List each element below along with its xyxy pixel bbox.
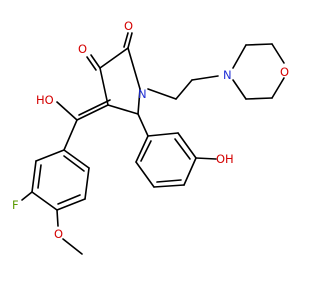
bond bbox=[62, 238, 83, 255]
morpholine-nitrogen-label: N bbox=[223, 68, 232, 82]
methoxy-oxygen-label: O bbox=[54, 227, 63, 241]
bond bbox=[78, 99, 111, 116]
fluoro-methoxy-phenyl bbox=[21, 149, 90, 255]
bond bbox=[123, 32, 129, 48]
bond bbox=[90, 54, 101, 69]
bond bbox=[147, 132, 179, 137]
enol-bond bbox=[56, 99, 111, 151]
bond bbox=[175, 79, 193, 100]
pyrrolidone-nitrogen-label: N bbox=[138, 87, 147, 101]
enol-hydroxyl-label: HO bbox=[36, 93, 54, 107]
bond bbox=[191, 75, 219, 81]
bond bbox=[107, 104, 139, 115]
bond bbox=[127, 47, 141, 90]
bond bbox=[31, 160, 37, 193]
pyrrolidone-ring bbox=[99, 47, 141, 115]
bond bbox=[21, 191, 33, 201]
bond bbox=[63, 119, 78, 151]
bond bbox=[232, 79, 247, 100]
carbonyl-oxygen-label: O bbox=[124, 19, 133, 33]
bond bbox=[31, 191, 58, 211]
bond bbox=[56, 198, 86, 211]
bond bbox=[183, 157, 197, 186]
ketone-oxygen-label: O bbox=[78, 42, 87, 56]
fluorine-label: F bbox=[12, 198, 19, 212]
structure-diagram: O O N HO F O OH N O bbox=[12, 19, 289, 255]
bond bbox=[56, 101, 78, 121]
bond bbox=[135, 161, 155, 188]
bond bbox=[63, 155, 85, 172]
bond bbox=[140, 140, 152, 162]
morpholine-ring bbox=[232, 43, 285, 100]
bond bbox=[177, 132, 197, 159]
bond bbox=[84, 167, 90, 200]
bond bbox=[57, 194, 81, 205]
bond bbox=[99, 47, 129, 69]
bond bbox=[137, 88, 141, 115]
bond bbox=[245, 97, 273, 100]
carbonyl-bonds bbox=[86, 32, 133, 71]
bond bbox=[174, 138, 191, 160]
bond bbox=[271, 77, 285, 99]
bond bbox=[232, 44, 247, 69]
bond bbox=[245, 43, 273, 46]
bond bbox=[99, 67, 109, 106]
phenol-hydroxyl-label: OH bbox=[216, 152, 234, 166]
bond bbox=[76, 104, 109, 121]
bond bbox=[271, 43, 285, 64]
bond bbox=[135, 135, 149, 163]
bond bbox=[195, 157, 217, 160]
ethyl-linker bbox=[147, 75, 219, 100]
bond bbox=[86, 56, 97, 71]
bond bbox=[147, 88, 177, 100]
bond bbox=[156, 179, 182, 183]
bond bbox=[56, 209, 59, 227]
molecule-canvas: O O N HO F O OH N O bbox=[12, 19, 290, 255]
bond bbox=[153, 184, 185, 188]
hydroxyphenyl bbox=[135, 113, 217, 188]
bond bbox=[63, 149, 90, 169]
bond bbox=[35, 149, 65, 162]
bond bbox=[137, 113, 149, 137]
bond bbox=[37, 164, 42, 189]
morpholine-oxygen-label: O bbox=[280, 65, 289, 79]
bond bbox=[127, 32, 133, 49]
